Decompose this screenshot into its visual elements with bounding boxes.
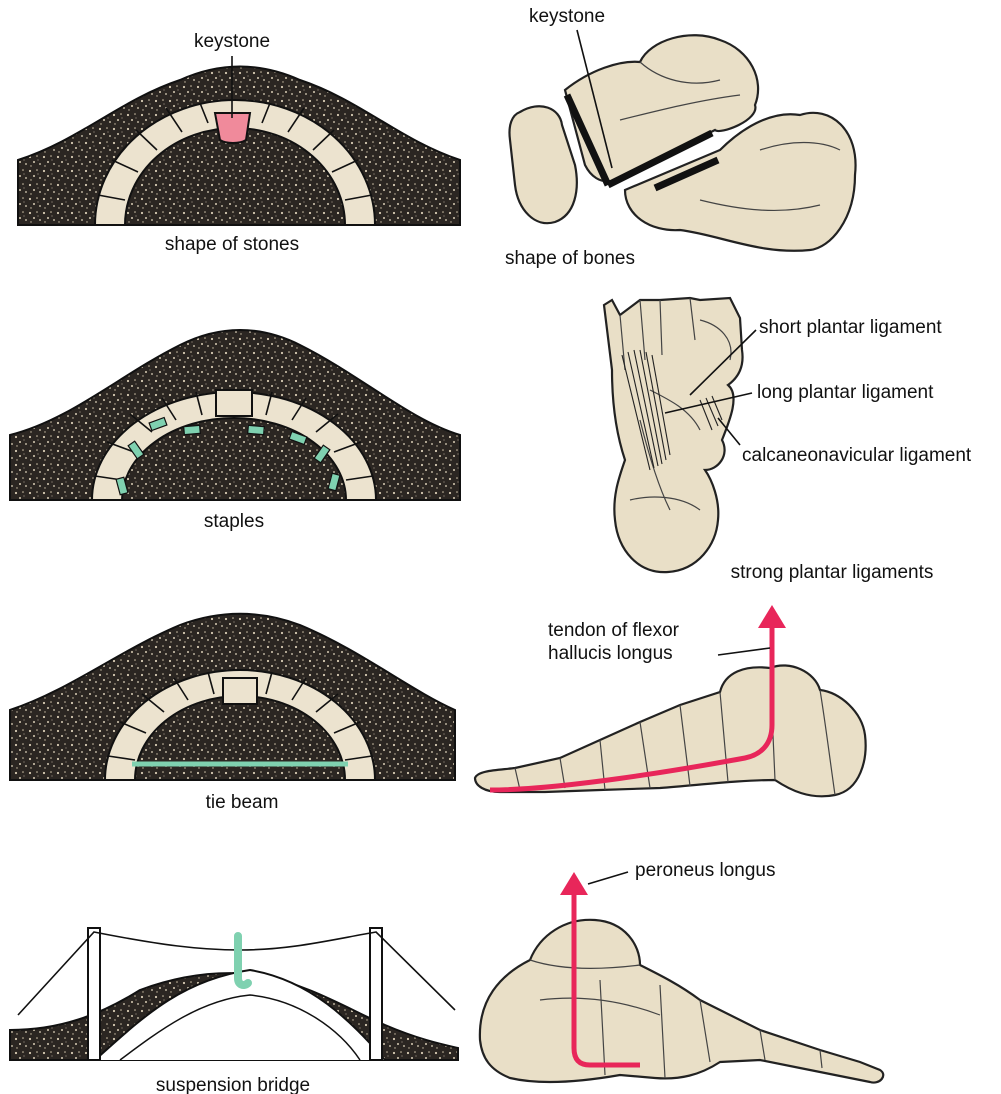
- foot-peroneus: [480, 872, 883, 1083]
- suspension-bridge-illustration: [10, 928, 458, 1060]
- plantar-foot-bones: [604, 298, 743, 572]
- foot-bones-shape: [509, 30, 855, 251]
- suspension-bridge-label: suspension bridge: [156, 1075, 310, 1094]
- staples-label: staples: [204, 511, 264, 532]
- flexor-arrowhead: [758, 605, 786, 628]
- stone-arch-tie-beam: [10, 614, 455, 780]
- shape-of-bones-label: shape of bones: [505, 248, 635, 269]
- stone-arch-staples: [10, 330, 460, 500]
- tendon-label-line2: hallucis longus: [548, 643, 673, 664]
- strong-plantar-ligaments-label: strong plantar ligaments: [731, 562, 934, 583]
- short-plantar-ligament-label: short plantar ligament: [759, 317, 942, 338]
- foot-lateral-bones: [475, 665, 866, 796]
- calcaneonavicular-ligament-label: calcaneonavicular ligament: [742, 445, 972, 466]
- long-plantar-ligament-label: long plantar ligament: [757, 382, 934, 403]
- peroneus-longus-label: peroneus longus: [635, 860, 776, 881]
- foot-medial-bones: [480, 920, 883, 1083]
- tendon-label-line1: tendon of flexor: [548, 620, 680, 641]
- tie-beam-label: tie beam: [206, 792, 279, 813]
- keystone-label-right: keystone: [529, 6, 605, 27]
- foot-plantar-view: [604, 298, 756, 572]
- keystone-label-left: keystone: [194, 31, 270, 52]
- navicular-bone: [509, 106, 576, 223]
- peroneus-arrowhead: [560, 872, 588, 895]
- stone-arch-keystone: [18, 56, 460, 225]
- shape-of-stones-label: shape of stones: [165, 234, 299, 255]
- right-tower: [370, 928, 382, 1060]
- left-tower: [88, 928, 100, 1060]
